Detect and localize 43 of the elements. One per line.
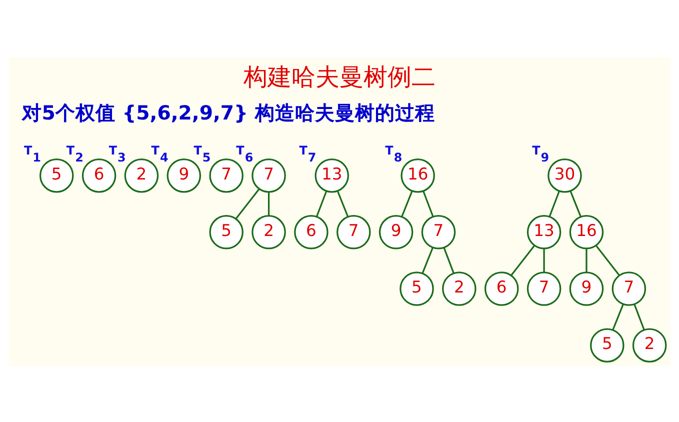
- node-circle: 6: [484, 271, 519, 306]
- connector: [510, 244, 535, 276]
- connector: [236, 188, 260, 219]
- connector: [596, 244, 620, 276]
- node-circle: 2: [442, 271, 476, 306]
- connector: [422, 190, 434, 216]
- node-circle: 7: [526, 271, 562, 306]
- node-circle: 7: [612, 271, 646, 306]
- label: 对5个权值 {5,6,2,9,7} 构造哈夫曼树的过程: [22, 100, 435, 124]
- connector: [268, 192, 270, 216]
- node-circle: 2: [252, 214, 286, 249]
- node-circle: 5: [400, 271, 434, 306]
- connector: [401, 190, 413, 216]
- connector: [548, 190, 560, 216]
- connector: [634, 304, 645, 330]
- connector: [316, 190, 328, 216]
- node-circle: 2: [124, 158, 159, 192]
- node-circle: 6: [82, 158, 116, 192]
- node-circle: 7: [421, 214, 456, 249]
- node-circle: 7: [336, 214, 371, 249]
- node-circle: 6: [294, 214, 328, 249]
- node-circle: 7: [252, 158, 286, 192]
- node-circle: 5: [590, 328, 624, 362]
- node-circle: 30: [548, 158, 582, 192]
- node-circle: 13: [314, 158, 350, 192]
- connector: [422, 246, 434, 274]
- node-circle: 9: [166, 158, 202, 192]
- connector: [570, 190, 582, 216]
- node-circle: 9: [378, 214, 414, 249]
- connector: [443, 247, 454, 273]
- node-circle: 9: [569, 271, 604, 306]
- connector: [543, 248, 545, 272]
- diagram-title: 构建哈夫曼树例二: [244, 62, 436, 90]
- connector: [612, 303, 624, 330]
- node-circle: 2: [632, 328, 667, 362]
- node-circle: 7: [209, 158, 244, 192]
- node-circle: 5: [209, 214, 244, 249]
- node-circle: 16: [400, 158, 435, 192]
- connector: [336, 190, 349, 216]
- connector: [586, 248, 588, 272]
- node-circle: 5: [39, 158, 74, 192]
- node-circle: 13: [526, 214, 562, 249]
- node-circle: 16: [569, 214, 604, 249]
